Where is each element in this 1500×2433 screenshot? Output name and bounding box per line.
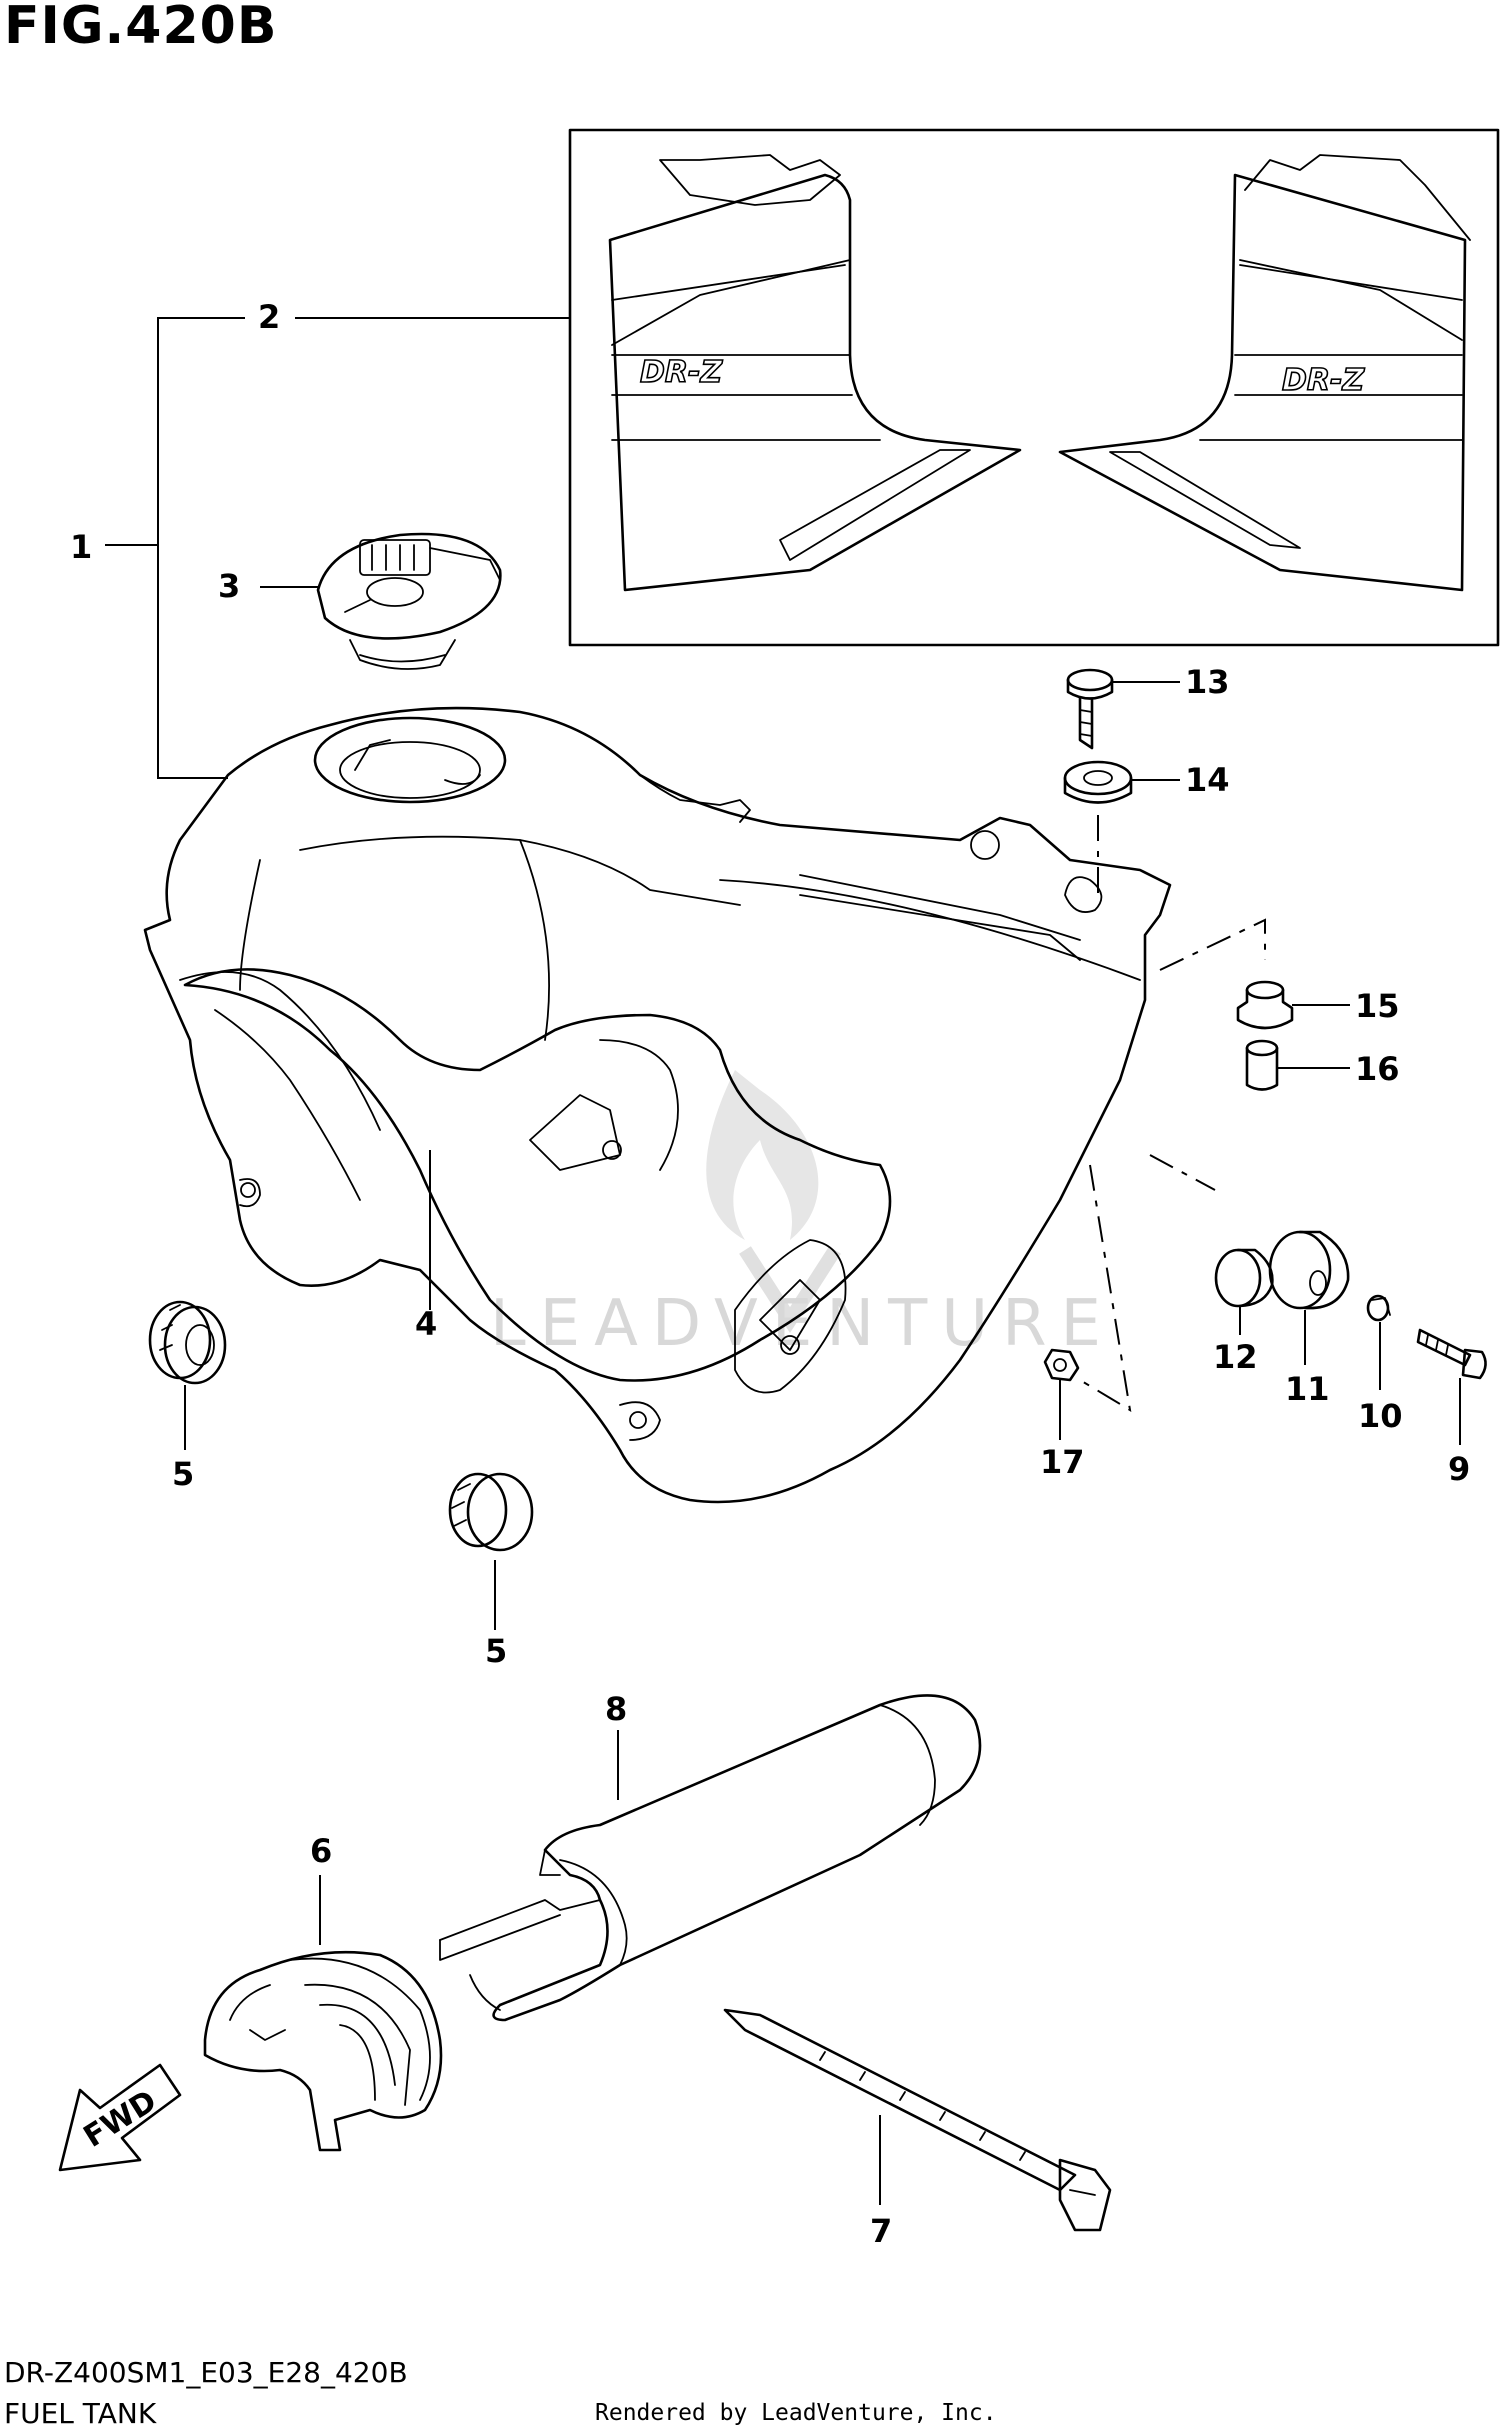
collar-12[interactable] <box>1214 1248 1274 1308</box>
decal-left: DR-Z <box>608 154 1022 592</box>
assembly-bracket <box>105 317 570 779</box>
collar-16[interactable] <box>1245 1039 1279 1091</box>
callout-5-left[interactable]: 5 <box>172 1455 194 1493</box>
rubber-grommet-lower-left[interactable] <box>148 1300 227 1385</box>
callout-7[interactable]: 7 <box>870 2212 892 2250</box>
decal-left-text: DR-Z <box>640 355 723 390</box>
protector-8[interactable] <box>439 1694 982 2022</box>
callout-1[interactable]: 1 <box>70 528 92 566</box>
watermark-text: LEADVENTURE <box>490 1287 1115 1361</box>
bolt-13[interactable] <box>1066 668 1114 750</box>
watermark: LEADVENTURE <box>490 1070 1115 1361</box>
callout-8[interactable]: 8 <box>605 1690 627 1728</box>
callout-10[interactable]: 10 <box>1358 1397 1403 1435</box>
callout-15[interactable]: 15 <box>1355 987 1400 1025</box>
callout-14[interactable]: 14 <box>1185 761 1230 799</box>
callout-2[interactable]: 2 <box>258 298 280 336</box>
centerline-bracket <box>1079 1164 1132 1412</box>
callout-13[interactable]: 13 <box>1185 663 1230 701</box>
decal-inset[interactable]: DR-Z DR-Z <box>568 128 1500 647</box>
callout-12[interactable]: 12 <box>1213 1338 1258 1376</box>
forward-arrow: FWD <box>58 2063 182 2172</box>
centerline-lower <box>1149 1154 1216 1191</box>
cushion-15[interactable] <box>1236 980 1294 1030</box>
decal-right: DR-Z <box>1058 154 1471 592</box>
fuel-tank[interactable] <box>143 706 1172 1504</box>
washer-14[interactable] <box>1063 760 1133 804</box>
callout-16[interactable]: 16 <box>1355 1050 1400 1088</box>
callout-11[interactable]: 11 <box>1285 1370 1330 1408</box>
callout-4[interactable]: 4 <box>415 1305 437 1343</box>
callout-5-center[interactable]: 5 <box>485 1632 507 1670</box>
rubber-grommet-center[interactable] <box>448 1472 534 1552</box>
centerline-right <box>1159 918 1266 971</box>
callout-3[interactable]: 3 <box>218 567 240 605</box>
callout-17[interactable]: 17 <box>1040 1443 1085 1481</box>
callout-6[interactable]: 6 <box>310 1832 332 1870</box>
callout-9[interactable]: 9 <box>1448 1450 1470 1488</box>
fuel-cap[interactable] <box>260 532 502 670</box>
bolt-9[interactable] <box>1416 1328 1487 1380</box>
decal-right-text: DR-Z <box>1282 363 1365 398</box>
credit-text: Rendered by LeadVenture, Inc. <box>595 2400 997 2426</box>
nut-17[interactable] <box>1043 1348 1080 1382</box>
cable-tie-7[interactable] <box>723 2008 1112 2232</box>
model-code: DR-Z400SM1_E03_E28_420B <box>4 2356 408 2389</box>
figure-title: FIG.420B <box>4 0 278 56</box>
collar-10[interactable] <box>1366 1294 1391 1322</box>
protector-6[interactable] <box>203 1950 443 2152</box>
cushion-11[interactable] <box>1268 1230 1350 1310</box>
figure-name: FUEL TANK <box>4 2397 157 2430</box>
